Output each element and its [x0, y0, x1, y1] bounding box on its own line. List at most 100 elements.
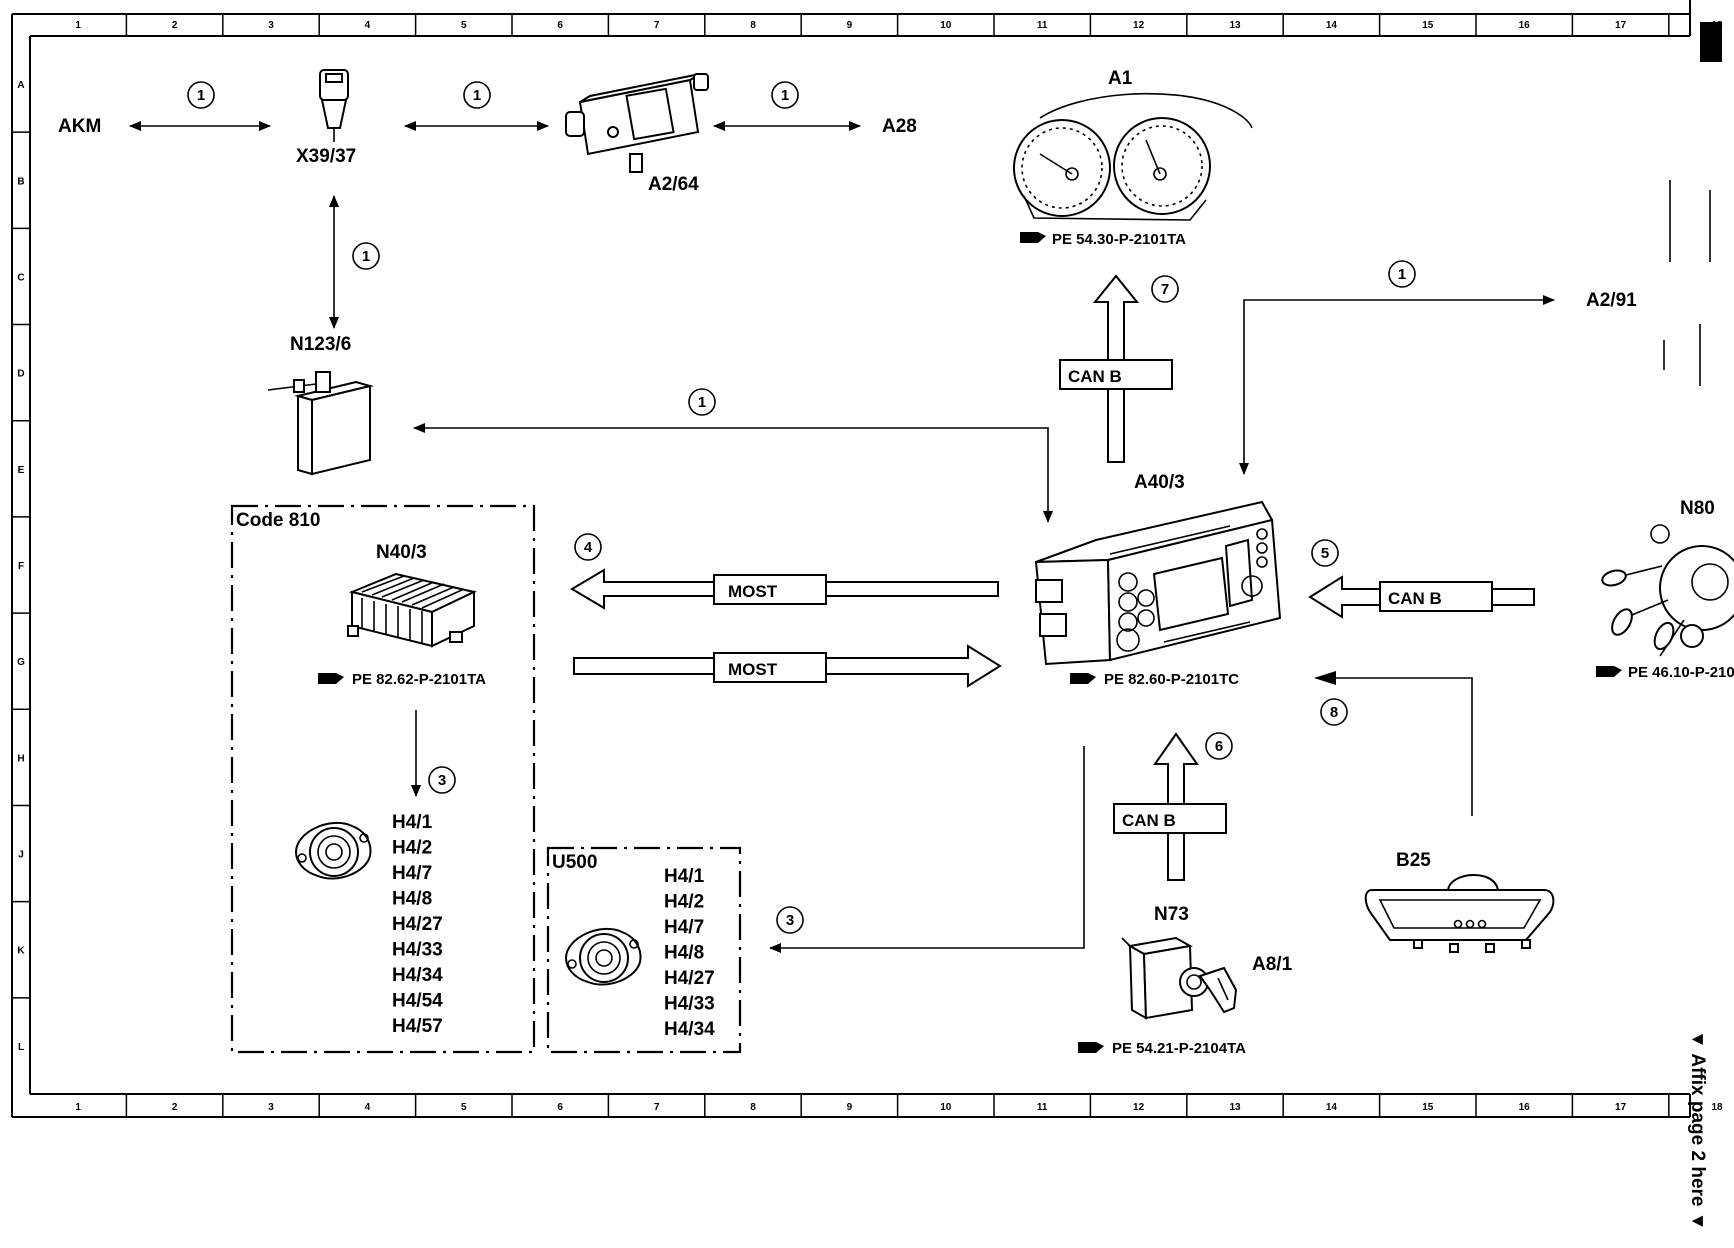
n73-ignition-switch — [1121, 936, 1238, 1020]
a2-64-antenna-amplifier — [565, 73, 709, 173]
grid-column-label: 4 — [365, 1102, 371, 1113]
grid-row-label: D — [17, 369, 24, 380]
conn-number: 1 — [1398, 266, 1406, 283]
u500-label-bg — [550, 850, 598, 870]
grid-row-label: A — [17, 80, 24, 91]
conn-circle — [1311, 539, 1339, 567]
bus-label-can-b-top: CAN B — [1068, 367, 1122, 386]
ref-icon — [1596, 666, 1622, 677]
speaker-label: H4/2 — [664, 892, 704, 913]
speaker-icon — [564, 927, 642, 986]
label-a2-64: A2/64 — [648, 174, 699, 195]
bus-box — [1113, 803, 1227, 834]
grid-column-label: 15 — [1422, 20, 1434, 31]
label-code810: Code 810 — [236, 510, 320, 531]
conn-circle — [1151, 275, 1179, 303]
link-a40-a291 — [1239, 295, 1555, 475]
grid-column-label: 18 — [1711, 20, 1723, 31]
link-n123-a40 — [413, 423, 1053, 523]
bus-box — [713, 652, 827, 683]
bus-box — [1059, 359, 1173, 390]
ref-icon — [1070, 673, 1096, 684]
speaker-label: H4/57 — [392, 1016, 443, 1037]
ref-a1: PE 54.30-P-2101TA — [1052, 231, 1186, 248]
grid-column-label: 15 — [1422, 1102, 1434, 1113]
speaker-label: H4/54 — [392, 991, 443, 1012]
grid-column-label: 12 — [1133, 1102, 1145, 1113]
grid-row-label: B — [17, 176, 24, 187]
x39-37-connector — [319, 69, 349, 142]
grid-row-label: K — [17, 946, 25, 957]
speaker-label: H4/1 — [392, 812, 433, 833]
speaker-label: H4/1 — [664, 866, 705, 887]
ref-n80: PE 46.10-P-2101T — [1628, 664, 1734, 681]
label-a1: A1 — [1108, 68, 1133, 89]
grid-column-label: 8 — [750, 20, 756, 31]
conn-circle — [1205, 732, 1233, 760]
grid-column-label: 17 — [1615, 20, 1627, 31]
bus-label-most-bottom: MOST — [728, 660, 778, 679]
speaker-label: H4/34 — [664, 1019, 715, 1040]
grid-row-label: L — [18, 1042, 24, 1053]
grid-column-label: 11 — [1037, 20, 1048, 31]
conn-circle — [187, 81, 215, 109]
u500-boundary — [546, 846, 742, 1054]
conn-circle — [1320, 698, 1348, 726]
grid-row-label: F — [18, 561, 24, 572]
conn-number: 7 — [1161, 281, 1169, 298]
label-akm: AKM — [58, 116, 101, 137]
speaker-label: H4/2 — [392, 838, 432, 859]
grid-row-label: H — [17, 753, 24, 764]
bus-label-can-b-right: CAN B — [1388, 589, 1442, 608]
n123-6-module — [267, 371, 374, 476]
bus-box — [713, 574, 827, 605]
label-a40-3: A40/3 — [1134, 472, 1185, 493]
speaker-label: H4/27 — [392, 914, 443, 935]
side-note: ▼ Affix page 2 here ▼ — [1687, 1030, 1708, 1231]
label-n40-3: N40/3 — [376, 542, 427, 563]
ref-n40-3: PE 82.62-P-2101TA — [352, 671, 486, 688]
conn-number: 4 — [584, 539, 593, 556]
ref-a40-3: PE 82.60-P-2101TC — [1104, 671, 1239, 688]
code810-label-bg — [234, 508, 310, 528]
label-x39-37: X39/37 — [296, 146, 356, 167]
speaker-list-code810: H4/1H4/2H4/7H4/8H4/27H4/33H4/34H4/54H4/5… — [392, 812, 443, 1037]
bus-label-most-top: MOST — [728, 582, 778, 601]
grid-column-label: 6 — [557, 20, 563, 31]
grid-column-label: 8 — [750, 1102, 756, 1113]
conn-number: 1 — [473, 87, 481, 104]
grid-column-label: 6 — [557, 1102, 563, 1113]
ref-icon — [1020, 232, 1046, 243]
grid-column-label: 11 — [1037, 1102, 1048, 1113]
bus-box — [1379, 581, 1493, 612]
ref-icon — [1078, 1042, 1104, 1053]
conn-circle — [776, 906, 804, 934]
link-a40-u500 — [769, 746, 1085, 953]
speaker-label: H4/33 — [392, 940, 443, 961]
a1-instrument-cluster — [1013, 92, 1253, 221]
grid-column-label: 2 — [172, 1102, 178, 1113]
bus-label-can-b-bottom: CAN B — [1122, 811, 1176, 830]
speaker-label: H4/33 — [664, 994, 715, 1015]
conn-circle — [1388, 260, 1416, 288]
label-n73: N73 — [1154, 904, 1189, 925]
ref-n73: PE 54.21-P-2104TA — [1112, 1040, 1246, 1057]
drawing-frame — [11, 0, 1722, 1118]
grid-row-label: E — [18, 465, 25, 476]
grid-column-label: 14 — [1326, 20, 1338, 31]
grid-column-label: 10 — [940, 1102, 952, 1113]
link-b25-a40 — [1314, 671, 1473, 816]
grid-row-label: J — [18, 850, 24, 861]
label-n80: N80 — [1680, 498, 1715, 519]
conn-number: 5 — [1321, 545, 1329, 562]
conn-circle — [688, 388, 716, 416]
conn-number: 6 — [1215, 738, 1223, 755]
conn-circle — [352, 242, 380, 270]
grid-column-label: 3 — [268, 1102, 274, 1113]
label-n123-6: N123/6 — [290, 334, 351, 355]
conn-number: 8 — [1330, 704, 1338, 721]
grid-column-label: 4 — [365, 20, 371, 31]
